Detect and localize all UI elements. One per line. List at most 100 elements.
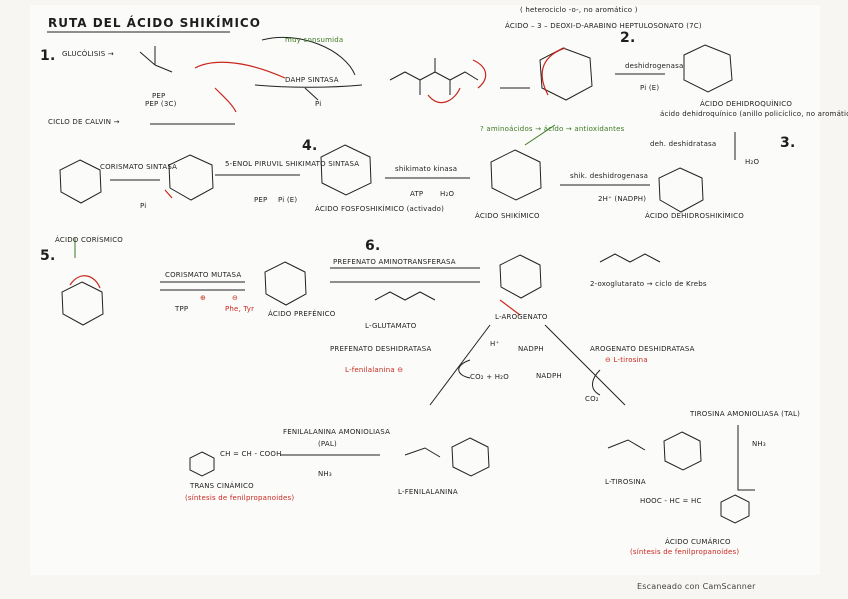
h-plus-label: H⁺ [490,340,500,348]
prephenate-aminotransferase-label: PREFENATO AMINOTRANSFERASA [333,258,456,266]
pi-label: Pi [315,100,322,108]
top-note: ( heterociclo -o-, no aromático ) [520,6,638,14]
shikimic-ring [490,149,542,201]
green-arrow-aa [524,124,556,146]
step-3-label: 3. [780,135,796,151]
red-mark-arogenate [499,299,521,316]
dehydrogenase-label: deshidrogenasa [625,62,684,70]
red-arrow-pep [194,61,286,79]
cinnamic-formula: CH = CH - COOH [220,450,282,458]
muy-consumida-note: muy consumida [285,36,344,44]
pep-3c-label: PEP (3C) [145,100,177,108]
nadph-label-2: NADPH [518,345,544,353]
tyr-ring [663,431,702,471]
pal-abbr-label: (PAL) [318,440,337,448]
phe-tyr-label: Phe, Tyr [225,305,255,313]
red-arrow-dhq [541,47,566,96]
glutamate-label: L-GLUTAMATO [365,322,417,330]
step-1-label: 1. [40,48,56,64]
dahp-sintasa-label: DAHP SINTASA [285,76,339,84]
minus-sign: ⊖ [232,294,239,302]
glucolisis-label: GLUCÓLISIS → [62,50,114,58]
shikimate-kinase-label: shikimato kinasa [395,165,458,173]
nadph-label-3: NADPH [536,372,562,380]
red-arrow-cyclize-2 [427,87,461,104]
oxoglutarate-chain [599,253,661,263]
dehydroquinic-label: ÁCIDO DEHIDROQUÍNICO [700,100,793,108]
red-arrow-cyclize [472,59,487,89]
dehydratase-label: deh. deshidratasa [650,140,717,148]
prephenic-label: ÁCIDO PREFÉNICO [268,310,336,318]
arrow-tal [737,425,755,491]
pal-label: FENILALANINA AMONIOLIASA [283,428,391,436]
step-4-label: 4. [302,138,318,154]
pep-small-label: PEP [254,196,268,204]
glutamate-chain [374,291,436,301]
dhq-ring [539,47,593,101]
l-phe-inhibitor: L-fenilalanina ⊖ [345,366,404,374]
phe-ring [451,437,490,477]
arogenate-label: L-AROGENATO [495,313,548,321]
phenylalanine-label: L-FENILALANINA [398,488,458,496]
pi-label-2: Pi [140,202,147,210]
tyr-chain [607,439,646,451]
step-5-label: 5. [40,248,56,264]
nadph-label: 2H⁺ (NADPH) [598,195,647,203]
scanner-footer: Escaneado con CamScanner [637,582,756,591]
h2o-label-1: H₂O [745,158,760,166]
pi-e2-label: Pi (E) [278,196,298,204]
red-arrows-claisen [69,275,101,289]
plus-sign: ⊕ [200,294,207,302]
arrow-dahp-synthase [254,84,363,88]
arrow-pi-release [304,87,319,101]
cinnamic-note: (síntesis de fenilpropanoides) [185,494,295,502]
pep-label: PEP [152,92,166,100]
co2-h2o-label: CO₂ + H₂O [470,373,509,381]
pi-e-label: Pi (E) [640,84,660,92]
arrow-co2-h2o [458,359,471,379]
dahp-structure [389,58,479,95]
epsp-synthase-label: 5-ENOL PIRUVIL SHIKIMATO SINTASA [225,160,360,168]
coumaric-note: (síntesis de fenilpropanoides) [630,548,740,556]
chorismate-mutase-label: CORISMATO MUTASA [165,271,242,279]
dehydroquinic-note: ácido dehidroquínico (anillo policíclico… [660,110,848,118]
nh3-label-pal: NH₃ [318,470,332,478]
h2o-label-2: H₂O [440,190,455,198]
prephenate-dehydratase-label: PREFENATO DESHIDRATASA [330,345,432,353]
step-6-label: 6. [365,238,381,254]
dehydroshikimic-label: ÁCIDO DEHIDROSHIKÍMICO [645,212,744,220]
cinnamic-label: TRANS CINÁMICO [190,482,254,490]
chorismic-label: ÁCIDO CORÍSMICO [55,236,124,244]
coumaric-formula: HOOC - HC = HC [640,497,702,505]
ring-closure-note: ? aminoácidos → ácido → antioxidantes [480,125,625,133]
phosphoshikimic-label: ÁCIDO FOSFOSHIKÍMICO (activado) [315,205,445,213]
dahp-name: ÁCIDO – 3 – DEOXI-D-ARABINO HEPTULOSONAT… [505,22,702,30]
black-curve-top [261,36,356,76]
chorismate-ring-5 [61,281,104,326]
l-tyr-inhibitor: ⊖ L-tirosina [605,356,648,364]
arrow-to-tyr [544,324,626,406]
dehydroshikimic-ring [658,167,704,213]
arogenate-ring [499,254,542,299]
coumaric-ring [720,494,750,524]
phosphoshikimic-ring [320,144,372,196]
phe-chain [404,447,441,458]
co2-label: CO₂ [585,395,599,403]
shik-dehydrogenase-label: shik. deshidrogenasa [570,172,649,180]
atp-label: ATP [410,190,424,198]
arrow-to-phe [429,324,491,406]
ketoglutarate-label: 2-oxoglutarato → ciclo de Krebs [590,280,707,288]
shikimic-label: ÁCIDO SHIKÍMICO [475,212,540,220]
step-2-label: 2. [620,30,636,46]
cinnamic-ring [189,451,215,477]
chorismic-ring [59,159,102,204]
chorismate-synthase-label: CORISMATO SINTASA [100,163,178,171]
pep-structure [139,46,173,73]
tyrosine-label: L-TIROSINA [605,478,646,486]
page-title: RUTA DEL ÁCIDO SHIKÍMICO [48,16,261,30]
tal-label: TIROSINA AMONIOLIASA (TAL) [690,410,801,418]
red-arrow-g3p [214,87,237,113]
red-mark-epsp [164,189,173,199]
